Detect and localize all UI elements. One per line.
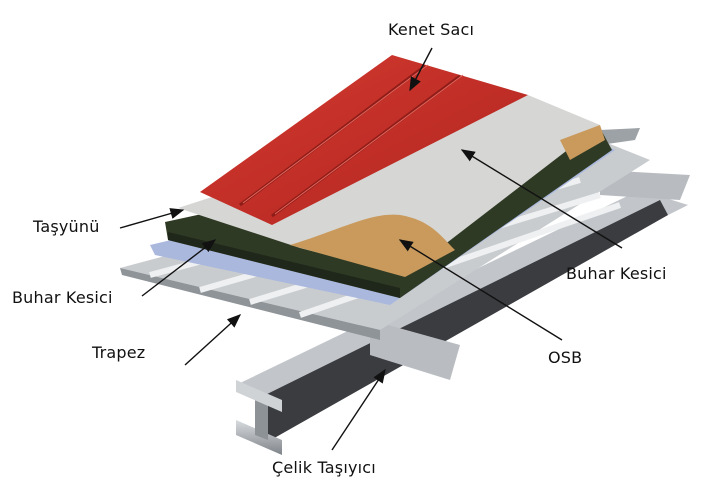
kenet-roof-sheet xyxy=(200,55,528,225)
steel-beam xyxy=(236,190,688,455)
osb-board-back xyxy=(560,125,605,160)
arrow-kenet xyxy=(409,47,433,92)
label-kenet-saci: Kenet Sacı xyxy=(388,20,475,39)
label-osb: OSB xyxy=(548,348,583,367)
label-trapez: Trapez xyxy=(92,343,146,362)
arrow-celik xyxy=(331,368,386,451)
arrow-buhar-right xyxy=(460,149,623,249)
arrow-trapez xyxy=(184,314,242,366)
label-tasyunu: Taşyünü xyxy=(33,217,100,236)
arrow-tasyunu xyxy=(119,208,185,229)
purlins xyxy=(370,128,690,380)
label-buhar-kesici-left: Buhar Kesici xyxy=(12,288,113,307)
vapor-barrier-grey xyxy=(178,95,600,275)
label-buhar-kesici-right: Buhar Kesici xyxy=(566,264,667,283)
arrow-osb xyxy=(398,239,563,341)
label-celik-tasiyici: Çelik Taşıyıcı xyxy=(272,458,376,477)
arrow-buhar-left xyxy=(141,239,217,297)
osb-board xyxy=(290,214,455,277)
